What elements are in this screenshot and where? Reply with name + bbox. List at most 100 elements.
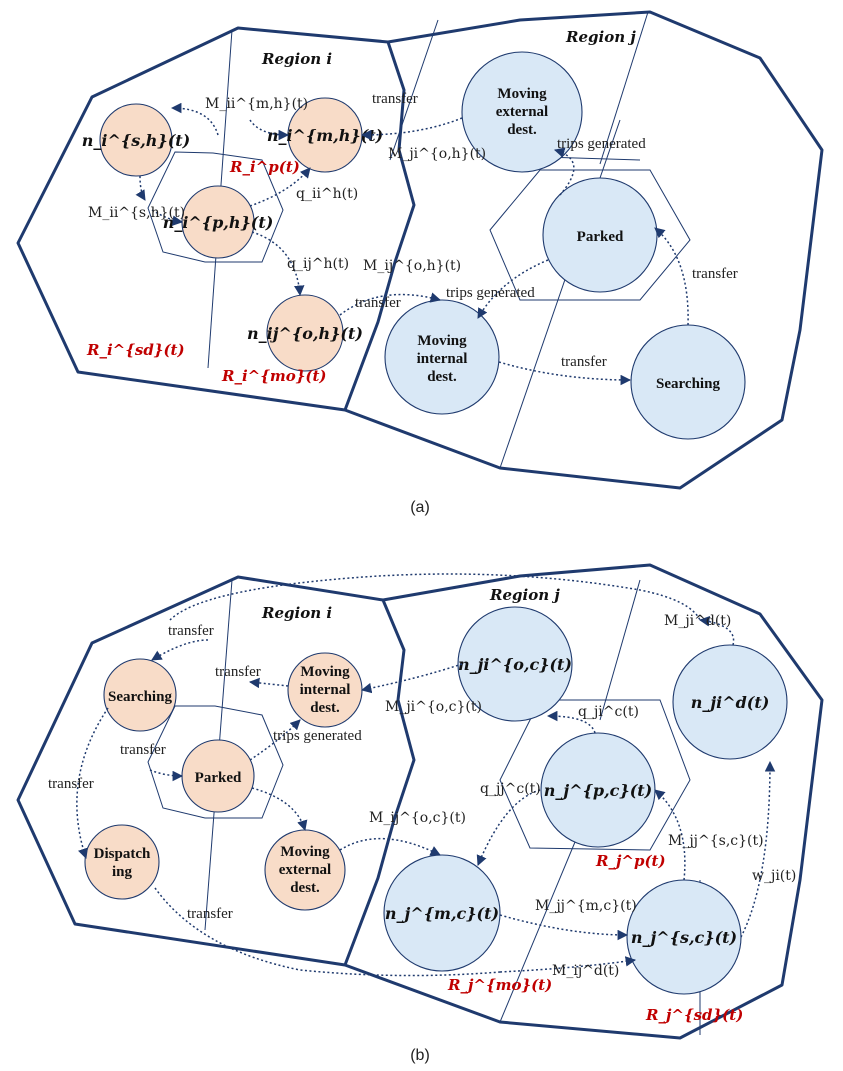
node-dispatching: Dispatch ing [84,824,160,900]
label-transfer: transfer [215,664,261,680]
svg-text:n_ji^d(t): n_ji^d(t) [691,693,770,712]
svg-text:Parked: Parked [577,229,624,245]
parked-hexagon-j [499,699,691,851]
flow-arrow [553,147,575,196]
label-R-i-sd: R_i^{sd}(t) [86,341,185,359]
label-M-ji-oh: M_ji^{o,h}(t) [388,146,486,162]
flow-arrow [546,710,596,734]
node-parked-cav: n_j^{p,c}(t) [540,732,656,848]
label-M-ji-oc: M_ji^{o,c}(t) [385,699,482,715]
label-transfer: transfer [561,354,607,370]
label-R-i-p: R_i^p(t) [229,158,300,176]
partition-line [599,579,641,721]
partition-line [389,19,439,161]
svg-text:Parked: Parked [195,770,242,786]
region-j-title: Region j [489,586,560,604]
parked-hexagon-i [147,705,284,819]
label-q-jj-c: q_jj^c(t) [480,781,541,797]
flow-arrow [477,259,549,319]
node-moving-external-cav: Moving external dest. [461,51,583,173]
node-outbound-human: n_ij^{o,h}(t) [247,294,363,372]
label-q-ji-c: q_ji^c(t) [578,704,639,720]
label-transfer: transfer [187,906,233,922]
flow-arrow [249,119,290,141]
region-j-boundary [344,563,824,1040]
node-searching-cav: Searching [630,324,746,440]
svg-text:Moving: Moving [497,86,547,102]
svg-text:n_i^{s,h}(t): n_i^{s,h}(t) [82,131,190,150]
node-searching-cav: n_j^{s,c}(t) [626,879,742,995]
svg-text:Dispatch: Dispatch [94,846,151,862]
label-q-ij-h: q_ij^h(t) [287,256,349,272]
label-transfer: transfer [168,623,214,639]
svg-text:external: external [279,862,331,878]
svg-text:n_ji^{o,c}(t): n_ji^{o,c}(t) [458,655,572,674]
label-R-i-mo: R_i^{mo}(t) [221,367,327,385]
flow-arrow [360,117,463,141]
flow-arrow [654,227,689,326]
svg-text:Moving: Moving [300,664,350,680]
flow-arrow [135,175,146,201]
svg-text:n_j^{s,c}(t): n_j^{s,c}(t) [631,928,737,947]
svg-text:Moving: Moving [280,844,330,860]
flow-arrow [251,231,305,297]
region-i-title: Region i [261,50,332,68]
caption-b: (b) [410,1047,430,1064]
svg-text:dest.: dest. [427,369,457,385]
svg-text:n_j^{m,c}(t): n_j^{m,c}(t) [385,904,499,923]
label-R-j-p: R_j^p(t) [595,852,666,870]
label-M-ij-oh: M_ij^{o,h}(t) [363,258,461,274]
node-parked: Parked [181,739,255,813]
svg-text:Searching: Searching [108,689,172,705]
parked-hexagon-i [147,151,284,263]
node-moving-external: Moving external dest. [264,829,346,911]
flow-arrow [251,787,308,832]
svg-text:internal: internal [417,351,468,367]
node-moving-internal: Moving internal dest. [287,652,363,728]
flow-arrow [499,914,629,941]
flow-arrow [360,663,463,694]
flow-arrow [149,769,184,782]
node-parked-human: n_i^{p,h}(t) [163,185,274,259]
flow-arrow [698,616,735,646]
region-j-boundary [344,10,824,490]
svg-text:Searching: Searching [656,376,720,392]
panel-b: Region i Region j Searching Moving inter… [16,563,824,1064]
flow-arrow [151,639,209,661]
region-i-title: Region i [261,604,332,622]
panel-a: Region i Region j n_i^{s,h}(t) n_i^{m,h}… [16,10,824,516]
svg-text:dest.: dest. [507,122,537,138]
label-transfer: transfer [48,776,94,792]
caption-a: (a) [410,499,430,516]
svg-text:Moving: Moving [417,333,467,349]
label-M-jj-mc: M_jj^{m,c}(t) [535,898,637,914]
label-transfer: transfer [120,742,166,758]
label-transfer: transfer [692,266,738,282]
svg-text:dest.: dest. [290,880,320,896]
label-trips-generated: trips generated [446,285,535,301]
flow-arrow [499,956,637,973]
parked-hexagon-j [489,169,691,301]
partition-line [499,829,581,1023]
partition-line [599,11,649,165]
label-M-ij-oc: M_ij^{o,c}(t) [369,810,466,826]
label-M-ji-d: M_ji^d(t) [664,613,731,629]
label-q-ii-h: q_ii^h(t) [296,186,358,202]
label-R-j-sd: R_j^{sd}(t) [645,1006,743,1024]
node-parked-cav: Parked [542,177,658,293]
node-dispatch-cav: n_ji^d(t) [672,644,788,760]
svg-text:external: external [496,104,548,120]
flow-arrow [498,361,632,386]
node-searching: Searching [103,658,177,732]
label-R-j-mo: R_j^{mo}(t) [447,976,552,994]
node-searching-human: n_i^{s,h}(t) [82,103,190,177]
label-trips-generated: trips generated [557,136,646,152]
svg-text:internal: internal [300,682,351,698]
svg-text:n_i^{p,h}(t): n_i^{p,h}(t) [163,213,274,232]
flow-arrow [476,789,541,866]
node-moving-cav: n_j^{m,c}(t) [383,854,501,972]
node-moving-internal-cav: Moving internal dest. [384,299,500,415]
label-w-ji: w_ji(t) [752,868,796,884]
svg-text:ing: ing [112,864,133,880]
